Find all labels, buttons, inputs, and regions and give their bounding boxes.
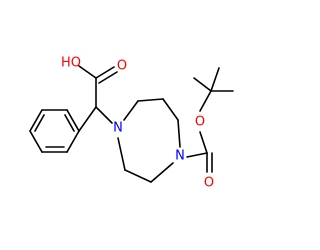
carboxylic-acid-group (78, 65, 118, 132)
structure-canvas: HO O N N O O (29, 55, 234, 191)
diazepane-ring (117, 98, 181, 183)
methyl-bond (210, 67, 220, 92)
double-bond (98, 71, 118, 84)
bond (199, 90, 212, 112)
methyl-bond (193, 77, 212, 92)
bond (95, 106, 113, 124)
bond (177, 119, 181, 148)
bond (66, 109, 80, 132)
bond (78, 65, 97, 79)
bond (137, 98, 164, 102)
bond (199, 131, 208, 154)
bond (117, 137, 126, 171)
bond (150, 162, 174, 183)
boc-ester-oxygen-label: O (195, 115, 205, 130)
boc-group (186, 67, 234, 173)
ring-nitrogen-label: N (113, 121, 123, 136)
bond (186, 152, 208, 158)
molecule-structure: HO O N N O O (29, 56, 234, 191)
bond (162, 98, 179, 121)
bond (123, 100, 139, 121)
ring-nitrogen-label: N (175, 149, 185, 164)
bond (66, 130, 80, 153)
aromatic-double-bond (34, 114, 45, 132)
phenyl-ring (29, 109, 80, 153)
hydroxyl-label: HO (61, 56, 81, 71)
double-bond (95, 66, 115, 79)
bond (78, 106, 97, 132)
boc-carbonyl-oxygen-label: O (204, 176, 214, 191)
bond (124, 169, 152, 183)
aromatic-double-bond (64, 114, 75, 132)
carbonyl-oxygen-label: O (117, 59, 127, 74)
bond (29, 109, 43, 132)
bond (29, 130, 43, 153)
